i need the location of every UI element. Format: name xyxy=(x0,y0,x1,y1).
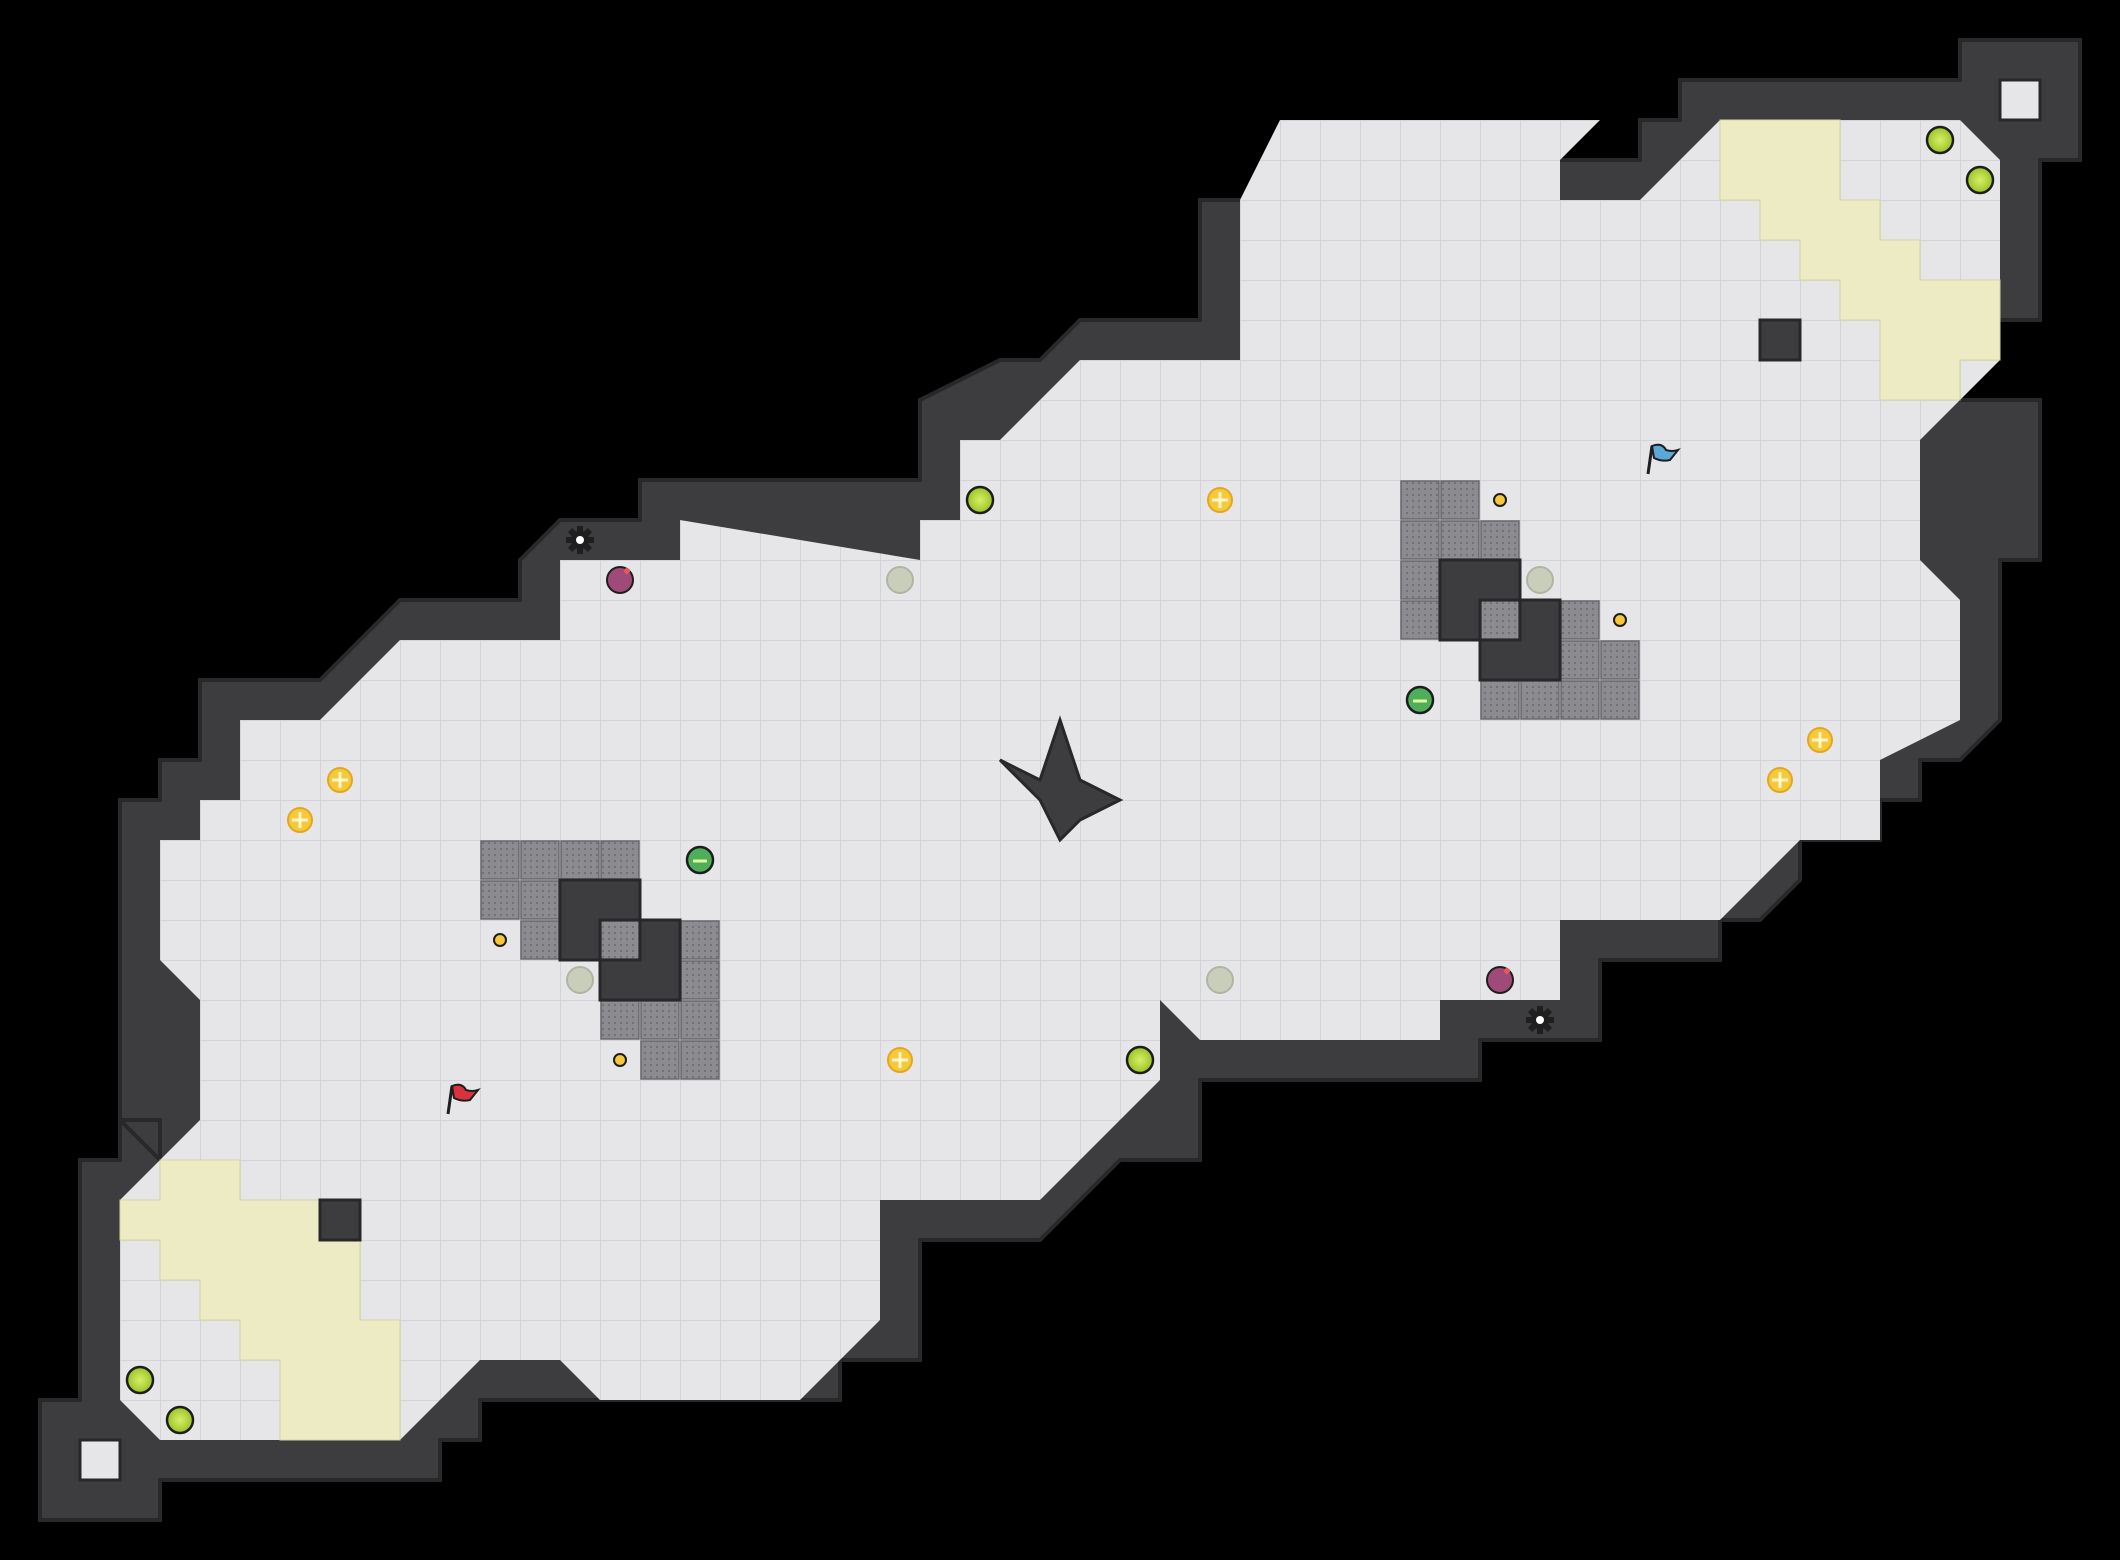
grate-block xyxy=(1560,680,1600,720)
powerup-icon xyxy=(165,1405,195,1435)
grate-block xyxy=(520,840,560,880)
grate-block xyxy=(680,920,720,960)
coin-icon xyxy=(1613,613,1627,627)
powerup-icon xyxy=(965,485,995,515)
grate-block xyxy=(1560,600,1600,640)
powerup-icon xyxy=(1925,125,1955,155)
grate-block xyxy=(1400,560,1440,600)
gear-icon xyxy=(1526,1006,1554,1034)
spike-star-icon xyxy=(998,715,1124,843)
powerup-icon xyxy=(1125,1045,1155,1075)
wall-block xyxy=(318,1198,362,1242)
bomb-icon xyxy=(1486,966,1514,994)
grate-block xyxy=(1400,600,1440,640)
obstacle-blocks xyxy=(480,480,1640,1080)
jukejuice-icon xyxy=(685,845,715,875)
grate-block xyxy=(680,1040,720,1080)
powerup-icon xyxy=(125,1365,155,1395)
wall-block xyxy=(598,918,682,1002)
grate-block xyxy=(1560,640,1600,680)
grate-block xyxy=(1480,520,1520,560)
grate-block xyxy=(1600,680,1640,720)
red-flag-icon xyxy=(446,1083,481,1115)
grate-block xyxy=(680,960,720,1000)
boost-pad-icon xyxy=(1807,727,1833,753)
grate-block xyxy=(480,840,520,880)
corner-box xyxy=(1998,78,2042,122)
inactive-spawn-icon xyxy=(1206,966,1234,994)
inactive-spawn-icon xyxy=(566,966,594,994)
powerup-icon xyxy=(1965,165,1995,195)
grate-block xyxy=(1600,640,1640,680)
corner-box xyxy=(78,1438,122,1482)
grate-block xyxy=(600,840,640,880)
blue-base-zone xyxy=(1719,119,2001,401)
boost-pad-icon xyxy=(1207,487,1233,513)
coin-icon xyxy=(493,933,507,947)
boost-pad-icon xyxy=(287,807,313,833)
bomb-icon xyxy=(606,566,634,594)
grate-block xyxy=(1520,680,1560,720)
coin-icon xyxy=(1493,493,1507,507)
grate-block xyxy=(520,880,560,920)
boost-pad-icon xyxy=(327,767,353,793)
boost-pad-icon xyxy=(1767,767,1793,793)
wall-block xyxy=(1438,558,1522,642)
grate-block xyxy=(1480,680,1520,720)
grate-block xyxy=(640,1000,680,1040)
grate-block xyxy=(520,920,560,960)
wall-block xyxy=(1478,598,1562,682)
grate-block xyxy=(1480,600,1520,640)
jukejuice-icon xyxy=(1405,685,1435,715)
inactive-spawn-icon xyxy=(886,566,914,594)
blue-flag-icon xyxy=(1646,443,1681,475)
grate-block xyxy=(600,920,640,960)
grate-block xyxy=(560,840,600,880)
coin-icon xyxy=(613,1053,627,1067)
grate-block xyxy=(600,1000,640,1040)
boost-pad-icon xyxy=(887,1047,913,1073)
grate-block xyxy=(1400,480,1440,520)
grate-block xyxy=(640,1040,680,1080)
inactive-spawn-icon xyxy=(1526,566,1554,594)
gear-icon xyxy=(566,526,594,554)
grate-block xyxy=(1400,520,1440,560)
grate-block xyxy=(1440,480,1480,520)
wall-block xyxy=(558,878,642,962)
wall-block xyxy=(1758,318,1802,362)
grate-block xyxy=(1440,520,1480,560)
grate-block xyxy=(680,1000,720,1040)
grate-block xyxy=(480,880,520,920)
